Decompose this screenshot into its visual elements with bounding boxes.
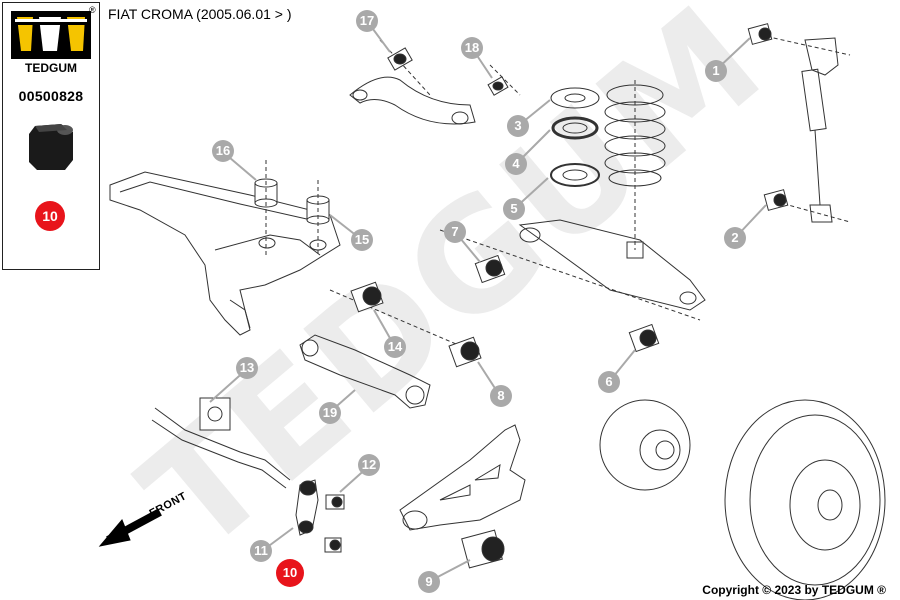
spring-seat-5 bbox=[550, 163, 600, 187]
registered-mark: ® bbox=[89, 5, 96, 15]
callout-18: 18 bbox=[461, 37, 483, 59]
callout-19: 19 bbox=[319, 402, 341, 424]
brand-panel: TEDGUM ® 00500828 10 bbox=[2, 2, 100, 270]
part-number: 00500828 bbox=[18, 88, 84, 104]
bushing-18 bbox=[487, 76, 509, 96]
callout-4: 4 bbox=[505, 153, 527, 175]
callout-8: 8 bbox=[490, 385, 512, 407]
callout-9: 9 bbox=[418, 571, 440, 593]
spring-seat-3 bbox=[550, 87, 600, 109]
shock-absorber bbox=[759, 34, 851, 223]
bushing-12 bbox=[325, 494, 345, 510]
callout-16: 16 bbox=[212, 140, 234, 162]
highlight-badge: 10 bbox=[35, 201, 65, 231]
page-title: FIAT CROMA (2005.06.01 > ) bbox=[108, 6, 292, 22]
callout-11: 11 bbox=[250, 540, 272, 562]
brand-name: TEDGUM bbox=[25, 61, 77, 75]
bushing-14 bbox=[350, 281, 384, 313]
bushing-2 bbox=[763, 189, 789, 211]
bushing-product-icon bbox=[29, 124, 73, 170]
callout-15: 15 bbox=[351, 229, 373, 251]
bushing-9 bbox=[461, 529, 505, 569]
callout-7: 7 bbox=[444, 221, 466, 243]
tedgum-logo bbox=[11, 11, 91, 59]
callout-2: 2 bbox=[724, 227, 746, 249]
callout-10-highlighted: 10 bbox=[276, 559, 304, 587]
spring-bearing-4 bbox=[551, 116, 599, 140]
callout-1: 1 bbox=[705, 60, 727, 82]
stabilizer-bushing-13 bbox=[199, 397, 231, 431]
bushing-8 bbox=[448, 336, 482, 368]
bushing-15 bbox=[306, 195, 330, 225]
callout-14: 14 bbox=[384, 336, 406, 358]
callout-13: 13 bbox=[236, 357, 258, 379]
bushing-6 bbox=[628, 323, 660, 353]
bushing-17 bbox=[387, 47, 413, 71]
callout-12: 12 bbox=[358, 454, 380, 476]
callout-17: 17 bbox=[356, 10, 378, 32]
bushing-7 bbox=[474, 254, 506, 284]
callout-6: 6 bbox=[598, 371, 620, 393]
wheel bbox=[724, 399, 886, 600]
callout-5: 5 bbox=[503, 198, 525, 220]
callout-3: 3 bbox=[507, 115, 529, 137]
bushing-10 bbox=[324, 537, 342, 553]
bushing-1 bbox=[747, 23, 773, 45]
coil-spring bbox=[604, 80, 666, 250]
wheel-hub bbox=[599, 399, 691, 491]
copyright: Copyright © 2023 by TEDGUM ® bbox=[702, 583, 886, 597]
